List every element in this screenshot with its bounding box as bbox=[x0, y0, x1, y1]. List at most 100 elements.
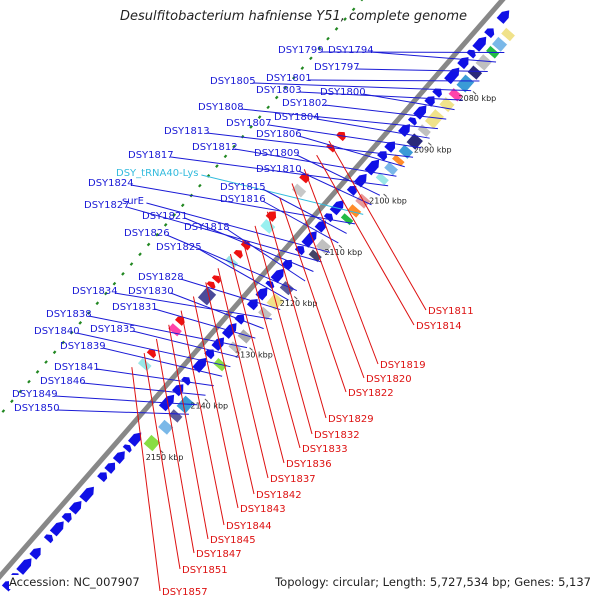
reverse-label: DSY1814 bbox=[416, 321, 462, 332]
forward-label: DSY1803 bbox=[256, 85, 302, 96]
forward-label: DSY1802 bbox=[282, 98, 328, 109]
forward-gene-arrow bbox=[484, 28, 495, 39]
forward-label: DSY1817 bbox=[128, 150, 174, 161]
dash-mark bbox=[1, 409, 6, 413]
forward-label-line bbox=[206, 132, 414, 158]
dash-mark bbox=[360, 0, 364, 2]
reverse-label: DSY1845 bbox=[210, 535, 256, 546]
dash-mark bbox=[146, 242, 151, 247]
kbp-tick-label: 2140 kbp bbox=[190, 402, 228, 411]
reverse-label-line bbox=[279, 197, 347, 393]
forward-label-line bbox=[180, 278, 281, 311]
reverse-label-line bbox=[192, 296, 239, 509]
reverse-label-line bbox=[266, 211, 327, 419]
dash-mark bbox=[326, 36, 330, 41]
forward-label: DSY1809 bbox=[254, 148, 300, 159]
forward-label: DSY1841 bbox=[54, 362, 100, 373]
reverse-label: DSY1842 bbox=[256, 490, 302, 501]
reverse-label-line bbox=[155, 338, 195, 554]
forward-gene-arrow bbox=[128, 432, 142, 447]
dash-mark bbox=[351, 7, 356, 12]
feature-block bbox=[168, 408, 184, 424]
kbp-tick-mark bbox=[383, 193, 387, 198]
dash-mark bbox=[138, 252, 142, 257]
reverse-label: DSY1837 bbox=[270, 474, 316, 485]
forward-gene-arrow bbox=[61, 513, 72, 523]
forward-label: DSY1808 bbox=[198, 102, 244, 113]
reverse-gene-arrow bbox=[206, 281, 216, 290]
forward-label-line bbox=[146, 202, 331, 253]
genome-title: Desulfitobacterium hafniense Y51, comple… bbox=[120, 9, 468, 24]
reverse-label: DSY1832 bbox=[314, 430, 360, 441]
dash-mark bbox=[86, 311, 91, 315]
outer-tick-dashes bbox=[1, 0, 364, 413]
feature-block bbox=[455, 73, 475, 94]
forward-label-line bbox=[240, 108, 438, 130]
forward-label: DSY1813 bbox=[164, 126, 210, 137]
dash-mark bbox=[317, 46, 322, 51]
kbp-tick-mark bbox=[293, 296, 298, 300]
forward-label: DSY1830 bbox=[128, 286, 174, 297]
forward-gene-arrow bbox=[192, 357, 207, 373]
forward-label: DSY1835 bbox=[90, 324, 136, 335]
dash-mark bbox=[300, 66, 305, 70]
reverse-label-line bbox=[143, 352, 181, 570]
feature-block bbox=[474, 53, 493, 72]
kbp-tick-mark bbox=[427, 142, 432, 146]
forward-label: DSY1810 bbox=[256, 164, 302, 175]
dash-mark bbox=[180, 203, 185, 208]
topology-text: Topology: circular; Length: 5,727,534 bp… bbox=[275, 575, 591, 589]
forward-gene-arrow bbox=[68, 501, 82, 515]
forward-gene-arrow bbox=[112, 451, 125, 465]
dash-mark bbox=[309, 56, 313, 61]
feature-block bbox=[308, 248, 323, 263]
forward-label: DSY1839 bbox=[60, 341, 106, 352]
forward-gene-arrow bbox=[204, 349, 215, 360]
forward-gene-arrow bbox=[49, 521, 64, 537]
forward-label: DSY1821 bbox=[142, 211, 188, 222]
forward-label-line bbox=[296, 154, 381, 196]
forward-label-line bbox=[356, 68, 488, 73]
reverse-label: DSY1857 bbox=[162, 587, 208, 598]
forward-label-line bbox=[234, 148, 397, 177]
dash-mark bbox=[61, 340, 65, 345]
forward-label-line bbox=[252, 82, 472, 92]
reverse-label-line bbox=[205, 282, 255, 495]
dash-mark bbox=[18, 389, 23, 394]
forward-label: DSY1825 bbox=[156, 242, 202, 253]
forward-label: DSY1840 bbox=[34, 326, 80, 337]
forward-label: DSY1794 bbox=[328, 45, 374, 56]
feature-block bbox=[424, 108, 445, 130]
reverse-label: DSY1851 bbox=[182, 565, 228, 576]
kbp-tick-mark bbox=[338, 244, 343, 249]
dash-mark bbox=[266, 105, 270, 110]
dash-mark bbox=[104, 291, 108, 296]
forward-label-line bbox=[154, 308, 256, 339]
dash-mark bbox=[44, 360, 48, 364]
forward-label: DSY1846 bbox=[40, 376, 86, 387]
forward-label: DSY1800 bbox=[320, 87, 366, 98]
reverse-label-line bbox=[217, 268, 269, 479]
kbp-tick-mark bbox=[472, 91, 477, 95]
feature-block bbox=[375, 171, 390, 186]
forward-label: DSY1799 bbox=[278, 45, 324, 56]
dash-mark bbox=[249, 125, 253, 129]
forward-label-line bbox=[102, 347, 223, 377]
reverse-label: DSY1819 bbox=[380, 360, 426, 371]
reverse-label: DSY1843 bbox=[240, 504, 286, 515]
forward-label-line bbox=[316, 118, 430, 139]
reverse-gene-arrow bbox=[146, 349, 157, 359]
reverse-label-line bbox=[229, 253, 285, 464]
forward-gene-arrow bbox=[444, 67, 460, 85]
reverse-gene-arrow bbox=[233, 249, 243, 259]
kbp-tick-mark bbox=[249, 347, 253, 351]
dash-mark bbox=[52, 350, 57, 355]
forward-gene-arrow bbox=[122, 444, 132, 453]
forward-label: DSY1818 bbox=[184, 222, 230, 233]
forward-gene-arrow bbox=[407, 117, 417, 126]
dash-mark bbox=[283, 85, 288, 90]
feature-block bbox=[383, 161, 399, 177]
reverse-label: DSY1844 bbox=[226, 521, 272, 532]
kbp-tick-label: 2130 kbp bbox=[235, 350, 273, 359]
kbp-tick-label: 2110 kbp bbox=[324, 248, 362, 257]
